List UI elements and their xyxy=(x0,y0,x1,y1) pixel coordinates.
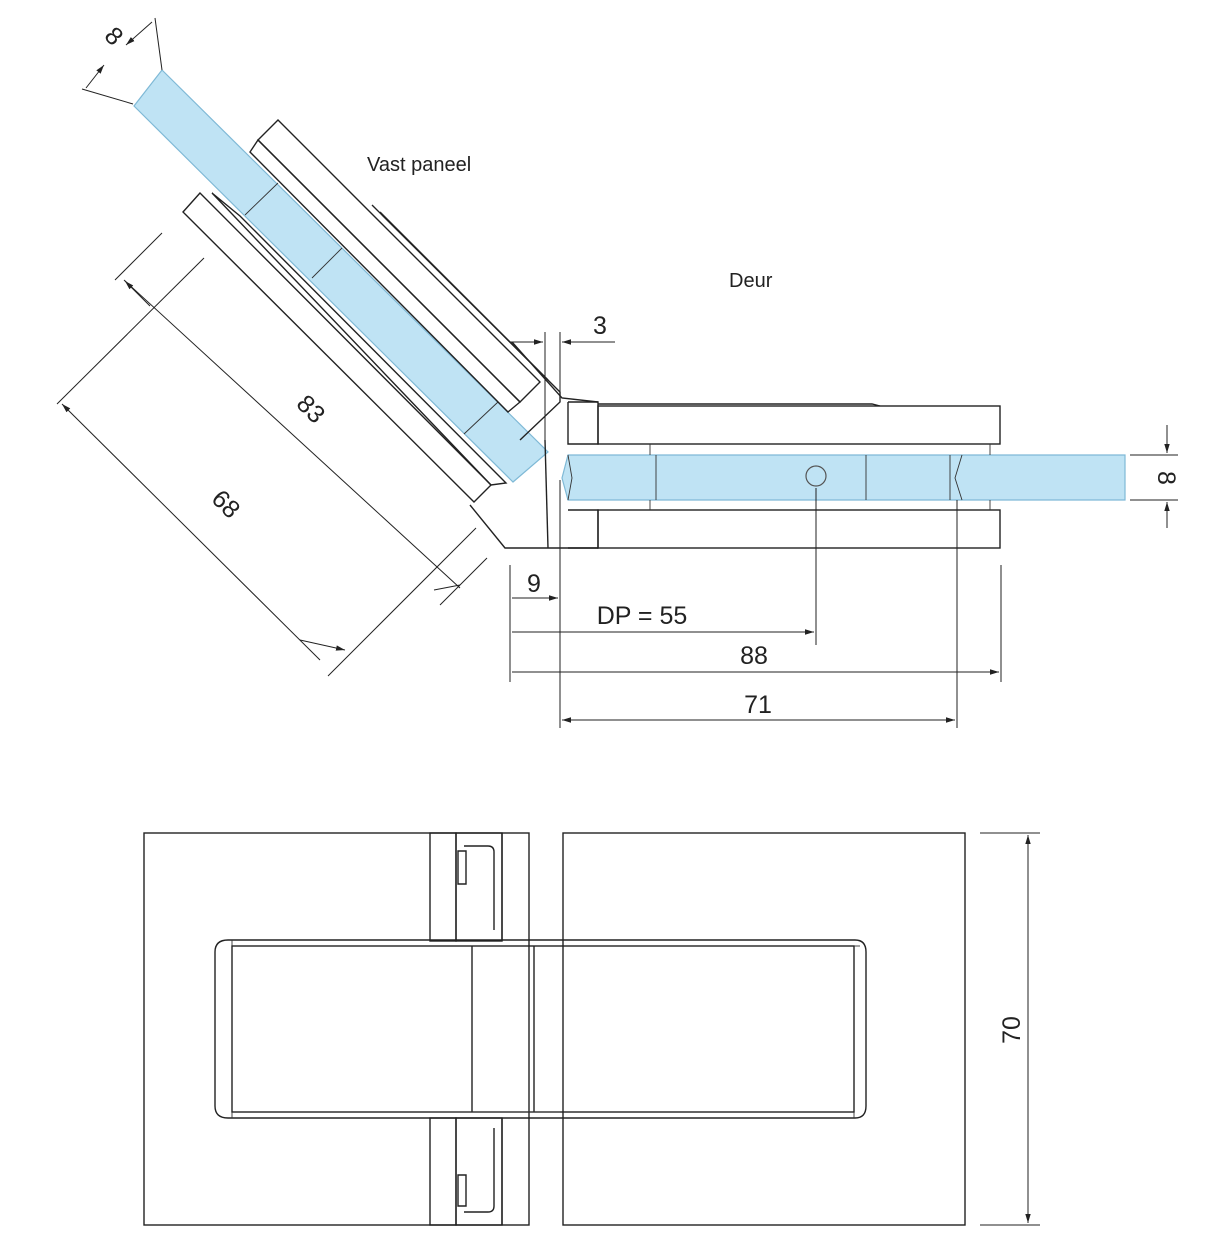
dim-height: 70 xyxy=(980,832,1040,1226)
dim-dp: DP = 55 xyxy=(512,602,814,635)
door-glass xyxy=(561,454,1126,501)
front-view: 70 xyxy=(143,832,1040,1226)
svg-text:71: 71 xyxy=(744,691,772,719)
dim-panel-clamp-length: 83 xyxy=(114,232,488,606)
knuckle-top xyxy=(429,832,503,942)
knuckle-bottom xyxy=(429,1117,503,1226)
dim-glass-thickness-right: 8 xyxy=(1130,425,1180,528)
glass-hole xyxy=(805,465,827,487)
fixed-panel-label: Vast paneel xyxy=(367,154,471,176)
svg-text:88: 88 xyxy=(740,642,768,670)
svg-text:8: 8 xyxy=(99,22,129,52)
right-plate xyxy=(562,832,966,1226)
left-plate xyxy=(143,832,530,1226)
dim-door-clamp-length: 71 xyxy=(562,691,955,723)
fixed-panel-clamp xyxy=(182,119,599,549)
svg-text:83: 83 xyxy=(291,390,330,429)
svg-text:3: 3 xyxy=(593,312,607,340)
dim-offset: 9 xyxy=(512,570,558,601)
fixed-panel-glass xyxy=(133,69,549,483)
hinge-body xyxy=(214,939,867,1119)
door-label: Deur xyxy=(729,270,773,292)
svg-text:DP = 55: DP = 55 xyxy=(597,602,688,630)
door-clamp xyxy=(567,401,1001,549)
dim-overall: 88 xyxy=(512,642,999,675)
top-view: Vast paneel Deur 8 3 83 xyxy=(56,17,1180,728)
dim-gap: 3 xyxy=(510,312,615,440)
svg-text:8: 8 xyxy=(1152,471,1180,485)
svg-text:68: 68 xyxy=(206,485,245,524)
svg-text:70: 70 xyxy=(998,1016,1026,1044)
svg-text:9: 9 xyxy=(527,570,541,598)
